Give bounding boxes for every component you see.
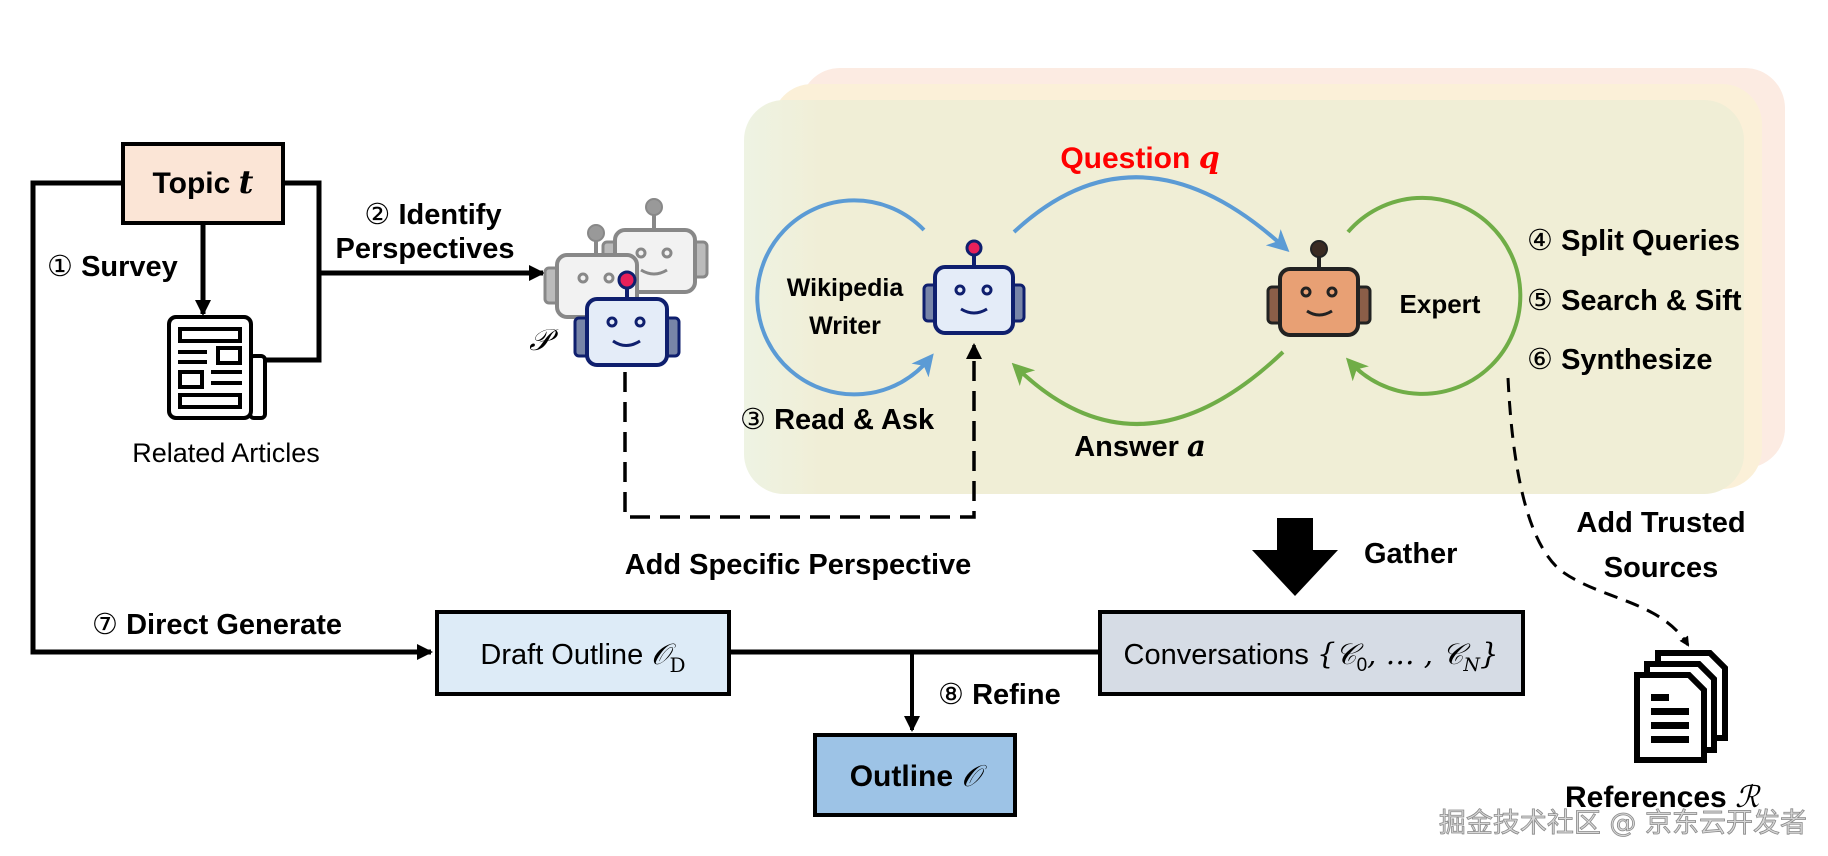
conversation-panel bbox=[744, 68, 1785, 494]
references-label: References ℛ bbox=[1565, 780, 1761, 815]
step-8-refine-label: ⑧ Refine bbox=[938, 679, 1061, 711]
direct-generate-arrow bbox=[30, 180, 433, 660]
draft-outline-node[interactable]: Draft Outline 𝒪D bbox=[435, 610, 731, 696]
topic-label: Topic t bbox=[153, 163, 254, 201]
step-5-search-sift-label: ⑤ Search & Sift bbox=[1527, 285, 1742, 317]
answer-arrow bbox=[1011, 350, 1285, 426]
perspectives-symbol: 𝒫 bbox=[529, 323, 559, 358]
step-2-perspectives-label: Perspectives bbox=[336, 233, 515, 265]
watermark: 掘金技术社区 @ 京东云开发者 bbox=[1439, 808, 1807, 839]
conversations-label: Conversations {𝒞0, … , 𝒞N} bbox=[1124, 637, 1499, 676]
writer-label-line2: Writer bbox=[809, 312, 881, 340]
expert-label: Expert bbox=[1400, 289, 1481, 319]
gather-label: Gather bbox=[1364, 538, 1457, 570]
expert-loop-arrow bbox=[1345, 195, 1523, 396]
step-6-synthesize-label: ⑥ Synthesize bbox=[1527, 344, 1713, 376]
add-specific-perspective-label: Add Specific Perspective bbox=[625, 549, 972, 581]
answer-label: Answer a bbox=[1074, 429, 1206, 463]
expert-robot-icon[interactable] bbox=[1266, 240, 1372, 337]
conversations-node[interactable]: Conversations {𝒞0, … , 𝒞N} bbox=[1098, 610, 1525, 696]
topic-node[interactable]: Topic t bbox=[121, 142, 285, 225]
panel-layer-front bbox=[744, 100, 1744, 494]
draft-outline-box bbox=[435, 610, 731, 696]
step-3-read-ask-label: ③ Read & Ask bbox=[740, 404, 935, 436]
gather-arrow bbox=[1252, 518, 1338, 596]
newspaper-icon bbox=[167, 315, 267, 420]
add-trusted-label-line1: Add Trusted bbox=[1576, 507, 1745, 539]
question-label: Question q bbox=[1060, 141, 1219, 176]
add-trusted-sources-arrow bbox=[1506, 377, 1690, 647]
step-7-direct-generate-label: ⑦ Direct Generate bbox=[92, 609, 342, 641]
add-trusted-label-line2: Sources bbox=[1604, 552, 1718, 584]
references-icon bbox=[1634, 650, 1728, 763]
flow-lines bbox=[30, 180, 1690, 732]
step-1-survey-label: ① Survey bbox=[47, 251, 178, 283]
outline-node[interactable]: Outline 𝒪 bbox=[813, 733, 1017, 817]
writer-robot-icon[interactable] bbox=[922, 239, 1026, 335]
topic-box bbox=[121, 142, 285, 225]
add-perspective-dashed-arrow bbox=[623, 343, 982, 519]
outline-label: Outline 𝒪 bbox=[850, 759, 988, 794]
writer-label-line1: Wikipedia bbox=[787, 274, 905, 302]
robot-blue-icon bbox=[573, 270, 681, 367]
step-4-split-queries-label: ④ Split Queries bbox=[1527, 225, 1740, 257]
perspective-robots bbox=[543, 198, 709, 367]
outline-box bbox=[813, 733, 1017, 817]
draft-outline-label: Draft Outline 𝒪D bbox=[480, 637, 685, 677]
conversations-box bbox=[1098, 610, 1525, 696]
related-articles-label: Related Articles bbox=[132, 438, 320, 468]
writer-loop-arrow bbox=[755, 198, 934, 397]
step-2-identify-label: ② Identify bbox=[364, 199, 501, 231]
question-arrow bbox=[1012, 175, 1290, 253]
